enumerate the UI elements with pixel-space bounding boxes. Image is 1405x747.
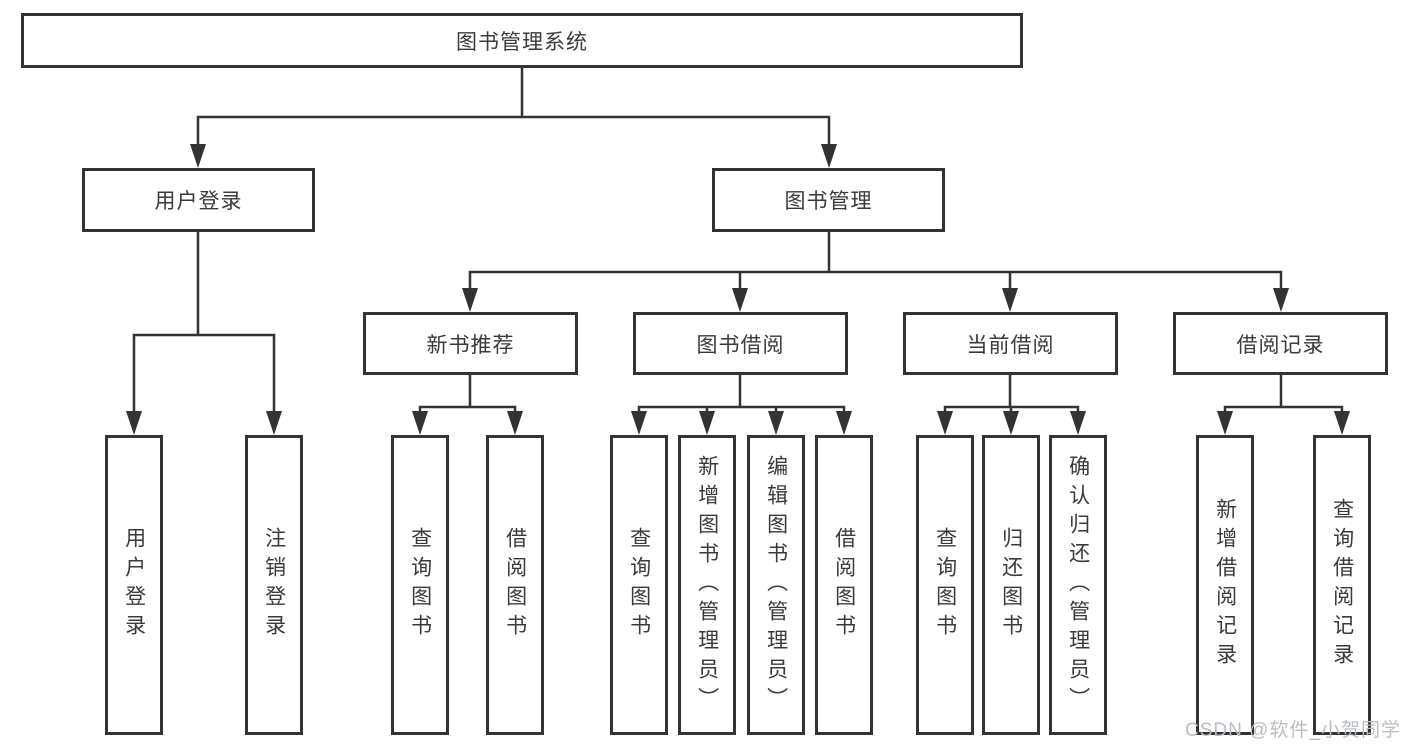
leaf-label: 查询图书 [933,527,957,643]
leaf-label: 新增借阅记录 [1213,498,1237,672]
leaf-newbook-query-books: 查询图书 [391,435,449,735]
node-label: 借阅记录 [1236,333,1325,357]
leaf-label: 注销登录 [262,527,286,643]
node-book-borrowing: 图书借阅 [633,312,848,375]
leaf-label: 确认归还（管理员） [1066,454,1090,716]
leaf-label: 编辑图书（管理员） [764,454,788,716]
leaf-label: 借阅图书 [503,527,527,643]
connector-lines [132,66,1344,415]
leaf-logout: 注销登录 [245,435,303,735]
leaf-newbook-borrow-books: 借阅图书 [486,435,544,735]
arrowheads [126,144,1350,435]
leaf-label: 查询借阅记录 [1330,498,1354,672]
leaf-records-query-record: 查询借阅记录 [1313,435,1371,735]
leaf-borrowing-add-books-admin: 新增图书（管理员） [678,435,736,735]
node-current-borrowing: 当前借阅 [903,312,1118,375]
leaf-borrowing-query-books: 查询图书 [610,435,668,735]
leaf-current-query-books: 查询图书 [916,435,974,735]
leaf-records-add-record: 新增借阅记录 [1196,435,1254,735]
leaf-current-confirm-return-admin: 确认归还（管理员） [1049,435,1107,735]
node-label: 新书推荐 [426,333,515,357]
node-label: 用户登录 [154,190,243,213]
node-label: 当前借阅 [966,333,1055,357]
node-root: 图书管理系统 [21,13,1023,68]
node-book-management: 图书管理 [712,168,945,232]
node-label: 图书管理系统 [456,30,588,54]
leaf-user-login: 用户登录 [105,435,163,735]
csdn-watermark: CSDN @软件_小贺同学 [1185,720,1401,741]
leaf-label: 查询图书 [408,527,432,643]
node-label: 图书管理 [784,190,873,213]
node-new-book-recommendation: 新书推荐 [363,312,578,375]
leaf-borrowing-edit-books-admin: 编辑图书（管理员） [747,435,805,735]
node-user-login: 用户登录 [82,168,315,232]
node-label: 图书借阅 [696,333,785,357]
leaf-current-return-books: 归还图书 [982,435,1040,735]
node-borrowing-records: 借阅记录 [1173,312,1388,375]
leaf-label: 借阅图书 [832,527,856,643]
leaf-label: 查询图书 [627,527,651,643]
leaf-label: 新增图书（管理员） [695,454,719,716]
leaf-borrowing-borrow-books: 借阅图书 [815,435,873,735]
leaf-label: 用户登录 [122,527,146,643]
leaf-label: 归还图书 [999,527,1023,643]
